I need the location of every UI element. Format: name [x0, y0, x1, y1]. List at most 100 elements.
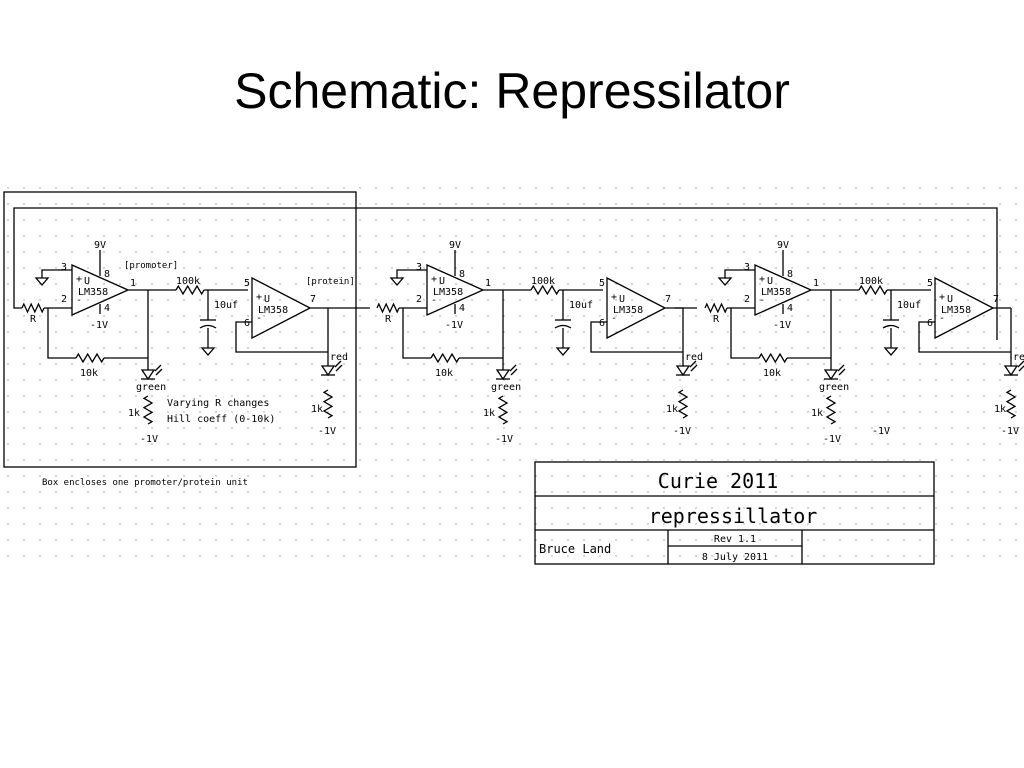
- grid-dot: [231, 331, 233, 333]
- grid-dot: [327, 523, 329, 525]
- grid-dot: [471, 507, 473, 509]
- grid-dot: [983, 427, 985, 429]
- grid-dot: [39, 235, 41, 237]
- grid-dot: [711, 187, 713, 189]
- grid-dot: [919, 363, 921, 365]
- ground-symbol: [555, 347, 571, 356]
- grid-dot: [727, 331, 729, 333]
- grid-dot: [87, 379, 89, 381]
- grid-dot: [887, 283, 889, 285]
- grid-dot: [151, 347, 153, 349]
- grid-dot: [775, 283, 777, 285]
- grid-dot: [359, 219, 361, 221]
- grid-dot: [407, 315, 409, 317]
- grid-dot: [231, 427, 233, 429]
- grid-dot: [615, 187, 617, 189]
- grid-dot: [375, 379, 377, 381]
- grid-dot: [311, 523, 313, 525]
- grid-dot: [727, 411, 729, 413]
- grid-dot: [135, 491, 137, 493]
- grid-dot: [439, 219, 441, 221]
- grid-dot: [391, 475, 393, 477]
- grid-dot: [263, 395, 265, 397]
- grid-dot: [647, 427, 649, 429]
- grid-dot: [551, 347, 553, 349]
- grid-dot: [967, 283, 969, 285]
- grid-dot: [727, 555, 729, 557]
- grid-dot: [887, 411, 889, 413]
- grid-dot: [759, 475, 761, 477]
- grid-dot: [23, 379, 25, 381]
- led-ray: [1017, 360, 1024, 368]
- grid-dot: [199, 475, 201, 477]
- pin-label: 2: [744, 294, 750, 305]
- grid-dot: [903, 555, 905, 557]
- grid-dot: [567, 475, 569, 477]
- grid-dot: [919, 539, 921, 541]
- grid-dot: [343, 539, 345, 541]
- grid-dot: [487, 427, 489, 429]
- grid-dot: [103, 283, 105, 285]
- grid-dot: [167, 331, 169, 333]
- grid-dot: [311, 443, 313, 445]
- grid-dot: [7, 203, 9, 205]
- grid-dot: [71, 347, 73, 349]
- grid-dot: [551, 459, 553, 461]
- grid-dot: [999, 235, 1001, 237]
- grid-dot: [919, 443, 921, 445]
- grid-dot: [951, 539, 953, 541]
- slide-title: Schematic: Repressilator: [234, 63, 790, 119]
- grid-dot: [855, 475, 857, 477]
- grid-dot: [167, 539, 169, 541]
- grid-dot: [327, 507, 329, 509]
- grid-dot: [39, 539, 41, 541]
- grid-dot: [407, 299, 409, 301]
- grid-dot: [311, 267, 313, 269]
- grid-dot: [71, 459, 73, 461]
- grid-dot: [647, 411, 649, 413]
- opamp-plus: +: [759, 274, 765, 285]
- grid-dot: [247, 427, 249, 429]
- grid-dot: [695, 283, 697, 285]
- grid-dot: [647, 267, 649, 269]
- resistor-led-label: 1k: [483, 408, 495, 419]
- capacitor-label: 10uf: [897, 300, 921, 311]
- grid-dot: [903, 539, 905, 541]
- grid-dot: [567, 491, 569, 493]
- grid-dot: [327, 475, 329, 477]
- grid-dot: [919, 203, 921, 205]
- grid-dot: [471, 411, 473, 413]
- grid-dot: [999, 523, 1001, 525]
- led-red: [675, 360, 698, 377]
- grid-dot: [663, 523, 665, 525]
- grid-dot: [823, 267, 825, 269]
- grid-dot: [695, 347, 697, 349]
- grid-dot: [311, 235, 313, 237]
- grid-dot: [343, 475, 345, 477]
- grid-dot: [151, 491, 153, 493]
- grid-dot: [487, 219, 489, 221]
- grid-dot: [935, 187, 937, 189]
- grid-dot: [135, 235, 137, 237]
- grid-dot: [503, 507, 505, 509]
- grid-dot: [199, 427, 201, 429]
- grid-dot: [519, 283, 521, 285]
- grid-dot: [791, 363, 793, 365]
- grid-dot: [487, 283, 489, 285]
- grid-dot: [87, 443, 89, 445]
- grid-dot: [439, 187, 441, 189]
- grid-dot: [567, 427, 569, 429]
- grid-dot: [167, 427, 169, 429]
- grid-dot: [407, 267, 409, 269]
- grid-dot: [407, 411, 409, 413]
- opamp-triangle: [754, 263, 813, 317]
- grid-dot: [1015, 347, 1017, 349]
- grid-dot: [535, 235, 537, 237]
- grid-dot: [375, 251, 377, 253]
- resistor-led-label: 1k: [128, 408, 140, 419]
- opamp-unit: U: [619, 294, 625, 305]
- grid-dot: [135, 507, 137, 509]
- grid-dot: [135, 299, 137, 301]
- grid-dot: [615, 555, 617, 557]
- grid-dot: [615, 523, 617, 525]
